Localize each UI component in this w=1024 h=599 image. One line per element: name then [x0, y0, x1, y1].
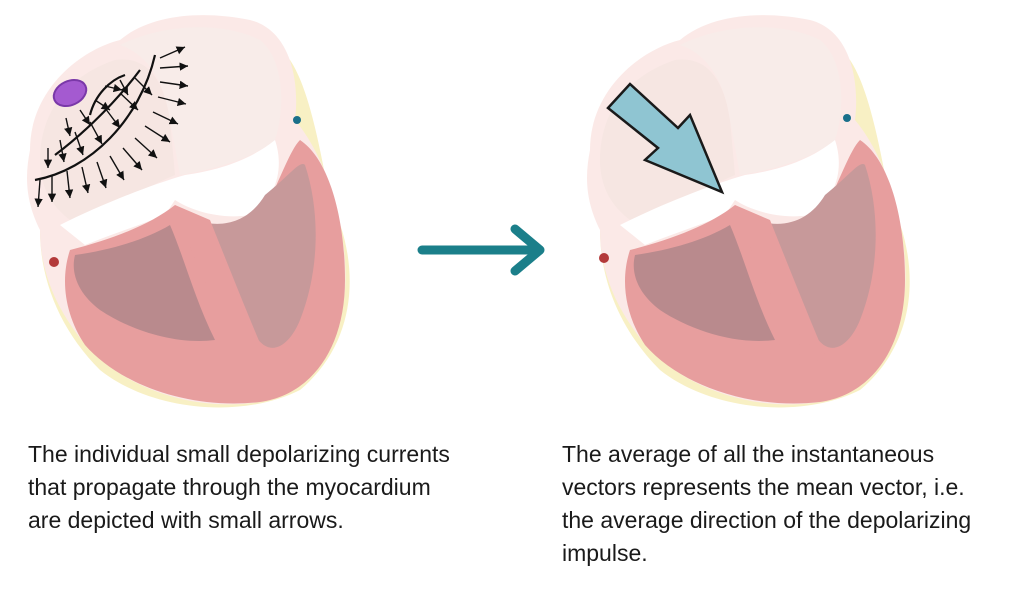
coronary-vessel-left	[843, 114, 851, 122]
interventricular-septum	[175, 205, 265, 361]
right-arrow-icon	[417, 224, 545, 276]
heart-diagram-mean-vector	[587, 15, 910, 408]
left-atrium	[680, 27, 842, 176]
coronary-vessel-right	[599, 253, 609, 263]
coronary-vessel-right	[49, 257, 59, 267]
interventricular-septum	[735, 205, 825, 361]
sinus-node-icon	[52, 78, 88, 108]
small-depolarizing-arrows	[34, 46, 189, 208]
right-ventricle-cavity	[73, 225, 215, 341]
caption-individual-currents: The individual small depolarizing curren…	[28, 441, 450, 533]
left-ventricle-cavity	[755, 164, 876, 348]
left-atrium	[120, 27, 282, 176]
caption-mean-vector: The average of all the instantaneous vec…	[562, 441, 972, 566]
left-ventricle-cavity	[195, 164, 316, 348]
mean-vector-arrow-icon	[606, 82, 725, 195]
heart-diagram-individual-currents	[27, 15, 350, 408]
valve-plane	[60, 140, 279, 245]
right-ventricle-cavity	[633, 225, 775, 341]
valve-plane	[620, 140, 839, 245]
coronary-vessel-left	[293, 116, 301, 124]
